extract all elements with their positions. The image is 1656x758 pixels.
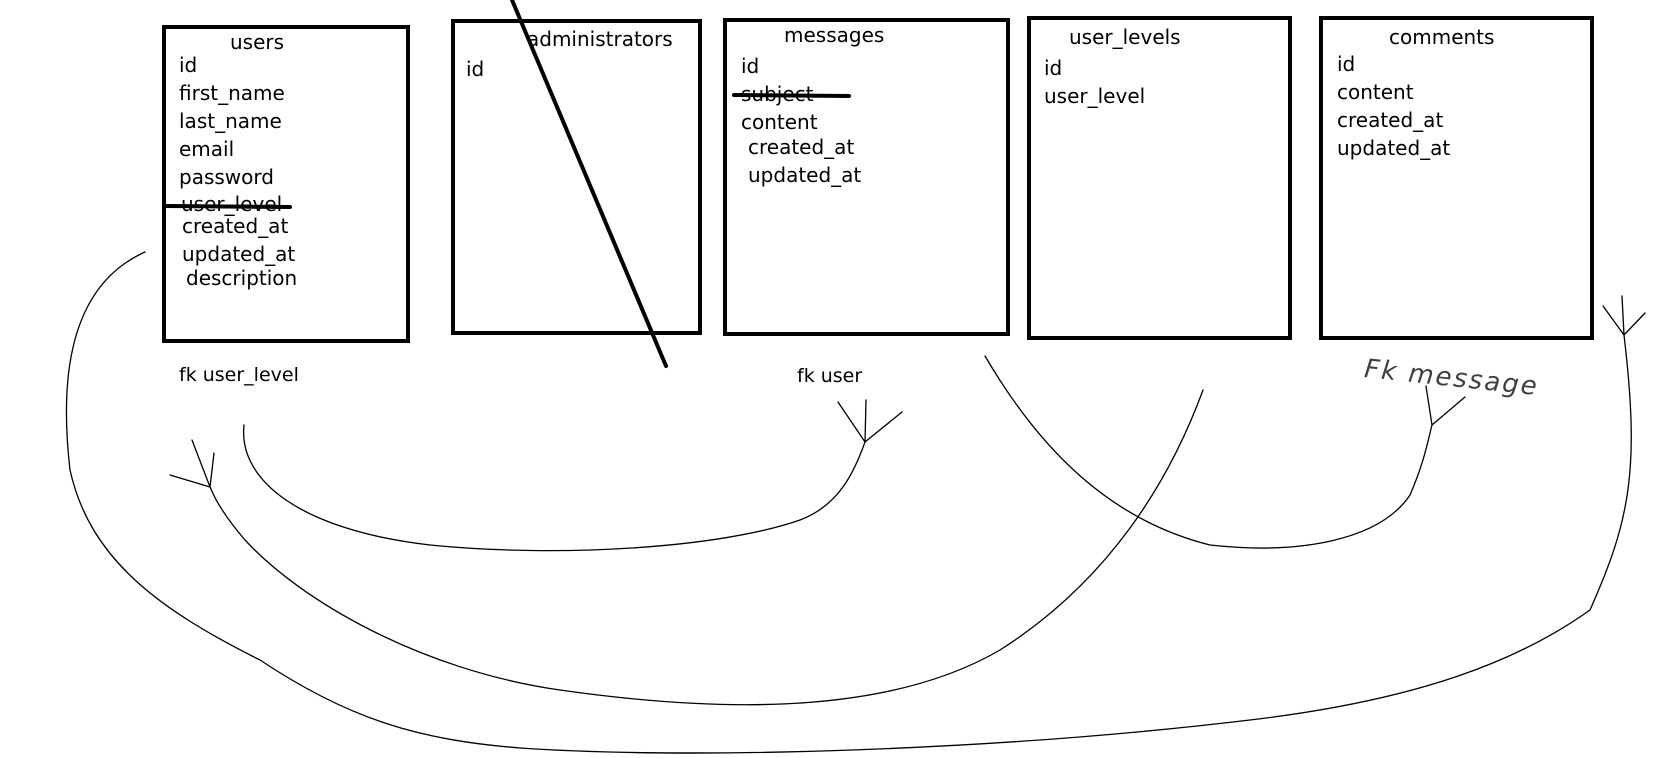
comments-table-title: comments xyxy=(1389,25,1495,49)
messages-field-content: content xyxy=(741,110,818,134)
messages-field-updated-at: updated_at xyxy=(748,163,862,187)
messages-field-id: id xyxy=(741,54,760,78)
messages-fk-note: fk user xyxy=(797,365,863,387)
messages-crowfoot xyxy=(837,399,903,443)
users-field-updated-at: updated_at xyxy=(182,242,296,266)
user-levels-field-user-level: user_level xyxy=(1044,84,1146,108)
comments-field-updated-at: updated_at xyxy=(1337,136,1451,160)
administrators-table xyxy=(451,19,702,335)
messages-table xyxy=(723,18,1010,336)
user-levels-field-id: id xyxy=(1044,56,1063,80)
users-field-first-name: first_name xyxy=(179,81,285,105)
administrators-cross-out xyxy=(510,0,668,368)
users-fk-note: fk user_level xyxy=(179,364,299,386)
users-table xyxy=(162,25,410,343)
administrators-field-id: id xyxy=(466,57,485,81)
comments-field-created-at: created_at xyxy=(1337,108,1444,132)
comments-field-content: content xyxy=(1337,80,1414,104)
users-field-id: id xyxy=(179,53,198,77)
users-messages-relation xyxy=(242,424,866,552)
users-field-created-at: created_at xyxy=(182,214,289,238)
users-user-level-strike xyxy=(165,204,292,209)
users-comments-crowfoot xyxy=(1602,295,1646,336)
user-levels-table-title: user_levels xyxy=(1069,25,1181,49)
user-levels-users-relation xyxy=(209,389,1204,706)
users-crowfoot xyxy=(169,439,215,488)
comments-field-id: id xyxy=(1337,52,1356,76)
messages-table-title: messages xyxy=(784,23,885,47)
users-field-description: description xyxy=(186,266,298,290)
users-field-last-name: last_name xyxy=(179,109,282,133)
users-table-title: users xyxy=(230,30,285,54)
users-field-password: password xyxy=(179,165,274,189)
users-field-user-level-struck: user_level xyxy=(181,192,283,216)
messages-comments-relation xyxy=(984,355,1433,549)
users-comments-relation xyxy=(65,251,1632,754)
users-field-email: email xyxy=(179,137,235,161)
user-levels-table xyxy=(1027,16,1292,340)
messages-subject-strike xyxy=(732,93,851,98)
messages-field-created-at: created_at xyxy=(748,135,855,159)
comments-table xyxy=(1319,16,1594,340)
comments-crowfoot xyxy=(1425,385,1466,426)
administrators-table-title: administrators xyxy=(527,27,673,51)
